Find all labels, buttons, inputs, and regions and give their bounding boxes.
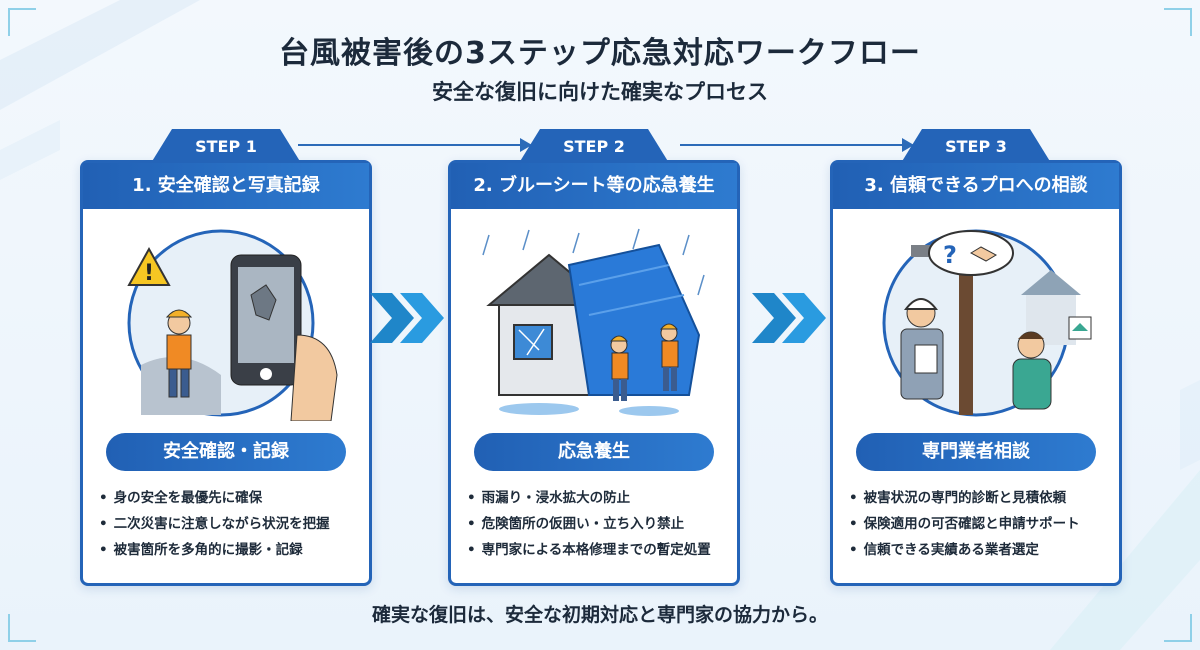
blue-tarp-house-illustration	[469, 225, 719, 421]
step-bullets: 雨漏り・浸水拡大の防止 危険箇所の仮囲い・立ち入り禁止 専門家による本格修理まで…	[467, 485, 737, 563]
bullet-item: 信頼できる実績ある業者選定	[849, 537, 1119, 563]
step-header: 2. ブルーシート等の応急養生	[451, 163, 737, 209]
svg-text:!: !	[144, 261, 154, 286]
step-header: 3. 信頼できるプロへの相談	[833, 163, 1119, 209]
page-title: 台風被害後の3ステップ応急対応ワークフロー	[279, 36, 921, 71]
corner-frame	[1164, 614, 1192, 642]
step-bullets: 被害状況の専門的診断と見積依頼 保険適用の可否確認と申請サポート 信頼できる実績…	[849, 485, 1119, 563]
bullet-item: 保険適用の可否確認と申請サポート	[849, 511, 1119, 537]
bullet-item: 身の安全を最優先に確保	[99, 485, 369, 511]
step-tab: STEP 2	[519, 129, 669, 163]
bullet-item: 被害箇所を多角的に撮影・記録	[99, 537, 369, 563]
step-summary-pill: 専門業者相談	[856, 433, 1096, 471]
chevron-arrow-icon	[370, 293, 444, 343]
corner-frame	[1164, 8, 1192, 36]
step-tab: STEP 1	[151, 129, 301, 163]
chevron-arrow-icon	[752, 293, 826, 343]
bullet-item: 雨漏り・浸水拡大の防止	[467, 485, 737, 511]
bullet-item: 二次災害に注意しながら状況を把握	[99, 511, 369, 537]
step-tab: STEP 3	[901, 129, 1051, 163]
flow-arrow-1-2	[298, 133, 532, 157]
safety-photo-illustration: !	[101, 225, 351, 422]
professional-consult-illustration: ?	[851, 225, 1101, 421]
step-bullets: 身の安全を最優先に確保 二次災害に注意しながら状況を把握 被害箇所を多角的に撮影…	[99, 485, 369, 563]
step-header: 1. 安全確認と写真記録	[83, 163, 369, 209]
step-summary-pill: 応急養生	[474, 433, 714, 471]
bullet-item: 専門家による本格修理までの暫定処置	[467, 537, 737, 563]
step-card-2: STEP 2 2. ブルーシート等の応急養生	[448, 129, 740, 586]
footer-message: 確実な復旧は、安全な初期対応と専門家の協力から。	[371, 604, 828, 626]
step-card-3: STEP 3 3. 信頼できるプロへの相談 ?	[830, 129, 1122, 586]
step-card-1: STEP 1 1. 安全確認と写真記録 ! 安全確認・記録 身の安全を最優先に確…	[80, 129, 372, 586]
bullet-item: 被害状況の専門的診断と見積依頼	[849, 485, 1119, 511]
flow-arrow-2-3	[680, 133, 914, 157]
step-summary-pill: 安全確認・記録	[106, 433, 346, 471]
corner-frame	[8, 8, 36, 36]
corner-frame	[8, 614, 36, 642]
svg-text:?: ?	[943, 241, 957, 269]
bullet-item: 危険箇所の仮囲い・立ち入り禁止	[467, 511, 737, 537]
page-subtitle: 安全な復旧に向けた確実なプロセス	[432, 80, 768, 104]
